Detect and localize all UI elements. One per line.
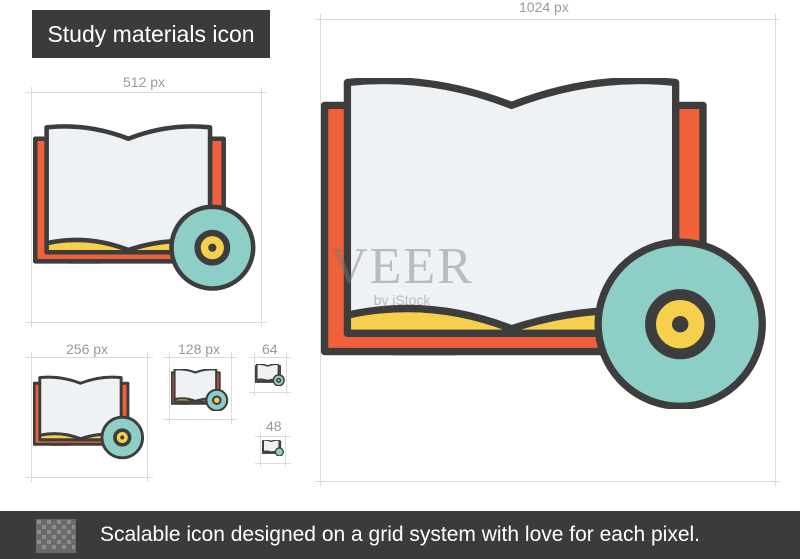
guide-top-256	[25, 357, 153, 358]
guide-left-1024	[320, 14, 321, 486]
guide-right-1024	[775, 14, 776, 486]
guide-bottom-128	[163, 419, 237, 420]
book-disc-icon-512	[33, 124, 256, 291]
size-label-48: 48	[262, 418, 286, 434]
footer-bar: Scalable icon designed on a grid system …	[0, 511, 800, 559]
guide-right-512	[261, 87, 262, 327]
veer-watermark: VEER by iStock	[322, 238, 482, 309]
guide-top-1024	[315, 19, 780, 20]
size-label-64: 64	[258, 341, 282, 357]
guide-top-128	[163, 357, 237, 358]
book-disc-icon-128	[171, 369, 229, 411]
watermark-sub: by iStock	[373, 292, 431, 308]
guide-right-256	[147, 352, 148, 482]
book-disc-icon-48	[262, 440, 284, 456]
guide-left-512	[31, 87, 32, 327]
guide-bottom-256	[25, 477, 153, 478]
watermark-main: VEER	[330, 238, 474, 295]
guide-left-128	[169, 352, 170, 424]
guide-bottom-64	[249, 392, 291, 393]
guide-bottom-1024	[315, 481, 780, 482]
book-disc-icon-256	[33, 375, 145, 460]
footer-text: Scalable icon designed on a grid system …	[100, 523, 700, 546]
book-disc-icon-64	[255, 364, 285, 386]
book-disc-icon-large	[320, 78, 766, 409]
size-label-128: 128 px	[174, 341, 225, 357]
guide-top-48	[255, 436, 291, 437]
guide-right-128	[231, 352, 232, 424]
guide-top-64	[249, 357, 291, 358]
guide-left-48	[260, 431, 261, 467]
page-title: Study materials icon	[47, 20, 255, 47]
grid-icon	[36, 519, 76, 553]
guide-bottom-48	[255, 463, 291, 464]
size-label-512: 512 px	[119, 74, 170, 90]
guide-top-512	[25, 92, 267, 93]
guide-bottom-512	[25, 322, 267, 323]
size-label-256: 256 px	[62, 341, 113, 357]
size-label-1024: 1024 px	[515, 0, 573, 15]
guide-left-256	[31, 352, 32, 482]
guide-right-48	[285, 431, 286, 467]
title-banner: Study materials icon	[32, 10, 270, 58]
guide-left-64	[254, 352, 255, 396]
guide-right-64	[286, 352, 287, 396]
